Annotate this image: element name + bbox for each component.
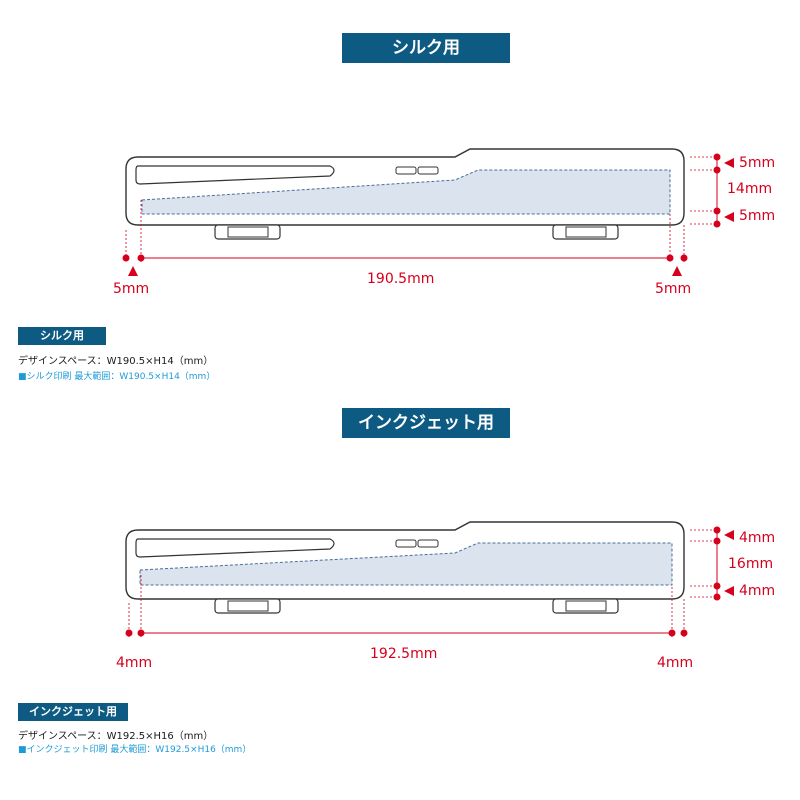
inkjet-max-range: ■インクジェット印刷 最大範囲：W192.5×H16（mm） (18, 745, 252, 755)
silk-dot (666, 254, 674, 262)
inkjet-dot (713, 582, 721, 590)
silk-max-range: ■シルク印刷 最大範囲：W190.5×H14（mm） (18, 372, 216, 382)
inkjet-dot (668, 629, 676, 637)
silk-spec: デザインスペース：W190.5×H14（mm） (18, 356, 214, 367)
silk-arrow-left (128, 266, 138, 276)
silk-title-badge: シルク用 (342, 33, 510, 63)
inkjet-title-badge: インクジェット用 (342, 408, 510, 438)
inkjet-margin-right-label: 4mm (657, 655, 694, 671)
silk-height-label: 14mm (727, 181, 773, 197)
silk-button-1 (395, 166, 417, 175)
silk-margin-top-label: 5mm (739, 155, 776, 171)
inkjet-dot (125, 629, 133, 637)
inkjet-diagram (125, 521, 734, 637)
inkjet-clip (135, 538, 335, 558)
inkjet-dot (713, 537, 721, 545)
silk-dot (122, 254, 130, 262)
inkjet-arrow-bottom (724, 586, 734, 596)
inkjet-margin-bottom-label: 4mm (739, 583, 776, 599)
silk-diagram (122, 148, 734, 276)
silk-dot (713, 207, 721, 215)
inkjet-dot (713, 593, 721, 601)
inkjet-button-1 (395, 539, 417, 548)
silk-dot (713, 220, 721, 228)
silk-margin-left-label: 5mm (113, 281, 150, 297)
silk-tag: シルク用 (18, 327, 106, 345)
silk-arrow-right (672, 266, 682, 276)
silk-arrow-bottom (724, 212, 734, 222)
silk-print-area (141, 169, 671, 215)
inkjet-height-label: 16mm (728, 556, 774, 572)
silk-button-2 (417, 166, 439, 175)
silk-foot-left-inner (227, 226, 269, 238)
inkjet-arrow-top (724, 530, 734, 540)
silk-dot (713, 153, 721, 161)
inkjet-spec: デザインスペース：W192.5×H16（mm） (18, 731, 214, 742)
inkjet-dot (713, 526, 721, 534)
silk-margin-bottom-label: 5mm (739, 208, 776, 224)
inkjet-foot-right-inner (565, 600, 607, 612)
silk-dot (713, 166, 721, 174)
inkjet-margin-left-label: 4mm (116, 655, 153, 671)
silk-width-label: 190.5mm (367, 271, 435, 287)
inkjet-dot (680, 629, 688, 637)
inkjet-tag: インクジェット用 (18, 703, 128, 721)
inkjet-dot (137, 629, 145, 637)
inkjet-foot-left-inner (227, 600, 269, 612)
silk-arrow-top (724, 158, 734, 168)
inkjet-print-area (139, 542, 673, 586)
silk-clip (135, 165, 335, 185)
inkjet-margin-top-label: 4mm (739, 530, 776, 546)
silk-margin-right-label: 5mm (655, 281, 692, 297)
silk-dot (680, 254, 688, 262)
inkjet-width-label: 192.5mm (370, 646, 438, 662)
silk-dot (137, 254, 145, 262)
inkjet-button-2 (417, 539, 439, 548)
silk-foot-right-inner (565, 226, 607, 238)
